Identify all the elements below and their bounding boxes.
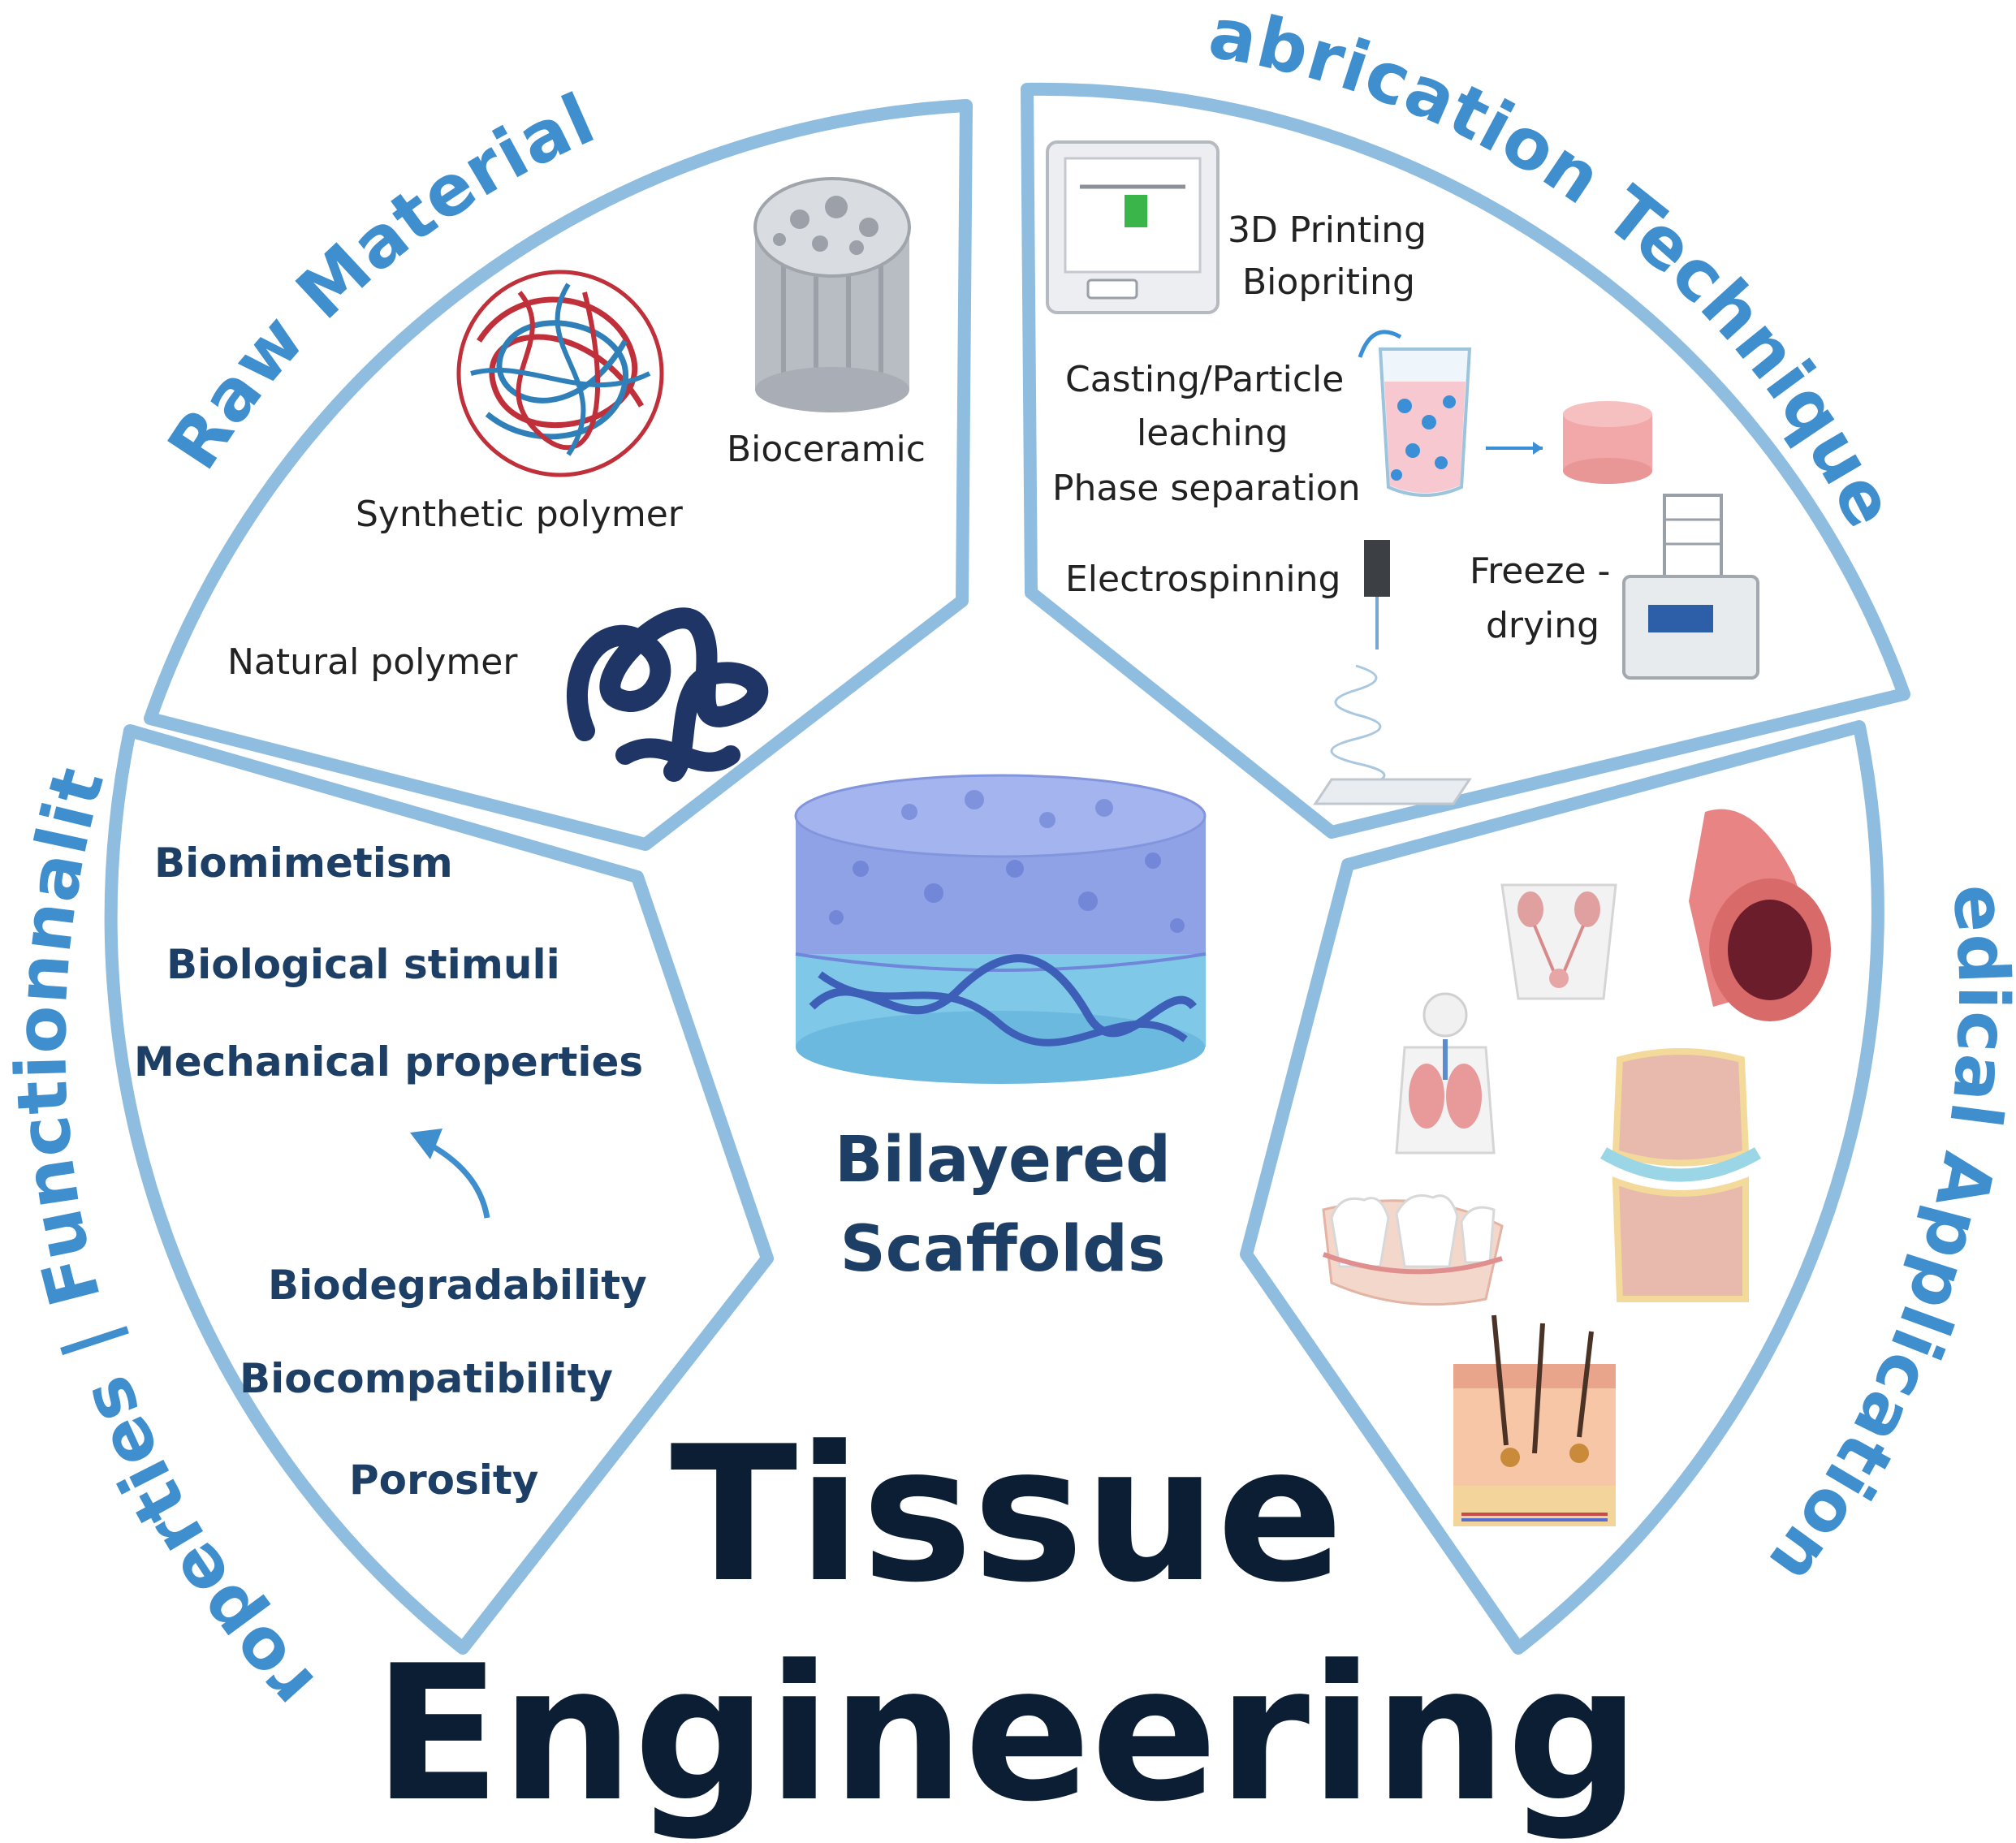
electrospinning-icon bbox=[1313, 540, 1472, 805]
natural-polymer-icon bbox=[566, 607, 769, 782]
blood-vessel-icon bbox=[1689, 809, 1831, 1021]
property-biocompatibility: Biocompatibility bbox=[240, 1355, 613, 1402]
property-biomimetism: Biomimetism bbox=[154, 839, 453, 887]
electrospinning-label: Electrospinning bbox=[1065, 559, 1340, 600]
property-biological-stimuli: Biological stimuli bbox=[166, 941, 560, 988]
porous-scaffold-icon bbox=[1563, 401, 1652, 484]
casting-label: Casting/Particle bbox=[1065, 359, 1344, 400]
urinary-system-icon bbox=[1500, 883, 1617, 1000]
property-mechanical-properties: Mechanical properties bbox=[134, 1038, 643, 1086]
freeze-dryer-icon bbox=[1622, 494, 1759, 680]
synthetic-polymer-icon bbox=[456, 270, 664, 477]
freeze-label: Freeze - bbox=[1470, 550, 1610, 592]
bioceramic-label: Bioceramic bbox=[727, 429, 926, 470]
properties-segment bbox=[104, 724, 774, 1655]
bilayered-scaffold-icon bbox=[794, 774, 1207, 1084]
medical-applications-segment bbox=[1240, 720, 1884, 1655]
synthetic-polymer-label: Synthetic polymer bbox=[356, 494, 684, 535]
bioceramic-icon bbox=[753, 177, 911, 412]
bioprinting-label: Biopriting bbox=[1242, 261, 1415, 303]
natural-polymer-label: Natural polymer bbox=[227, 641, 518, 683]
phase-separation-label: Phase separation bbox=[1052, 468, 1361, 509]
3d-printer-icon bbox=[1046, 140, 1220, 314]
main-title-line1: Tissue bbox=[670, 1407, 1343, 1624]
center-label-line1: Bilayered bbox=[835, 1124, 1171, 1197]
curved-arrow-head bbox=[410, 1129, 442, 1159]
raw-materials-segment bbox=[144, 99, 973, 851]
leaching-label: leaching bbox=[1137, 412, 1288, 454]
center-label-line2: Scaffolds bbox=[840, 1213, 1166, 1286]
joint-icon bbox=[1599, 1048, 1762, 1302]
lungs-icon bbox=[1395, 992, 1496, 1155]
teeth-icon bbox=[1322, 1194, 1504, 1306]
casting-beaker-icon bbox=[1358, 330, 1543, 497]
skin-icon bbox=[1453, 1314, 1616, 1526]
main-title-line2: Engineering bbox=[373, 1626, 1641, 1843]
fabrication-segment bbox=[1021, 82, 1910, 839]
property-porosity: Porosity bbox=[349, 1457, 538, 1504]
3d-printing-label: 3D Printing bbox=[1228, 209, 1427, 251]
drying-label: drying bbox=[1486, 605, 1599, 646]
property-biodegradability: Biodegradability bbox=[268, 1262, 647, 1309]
